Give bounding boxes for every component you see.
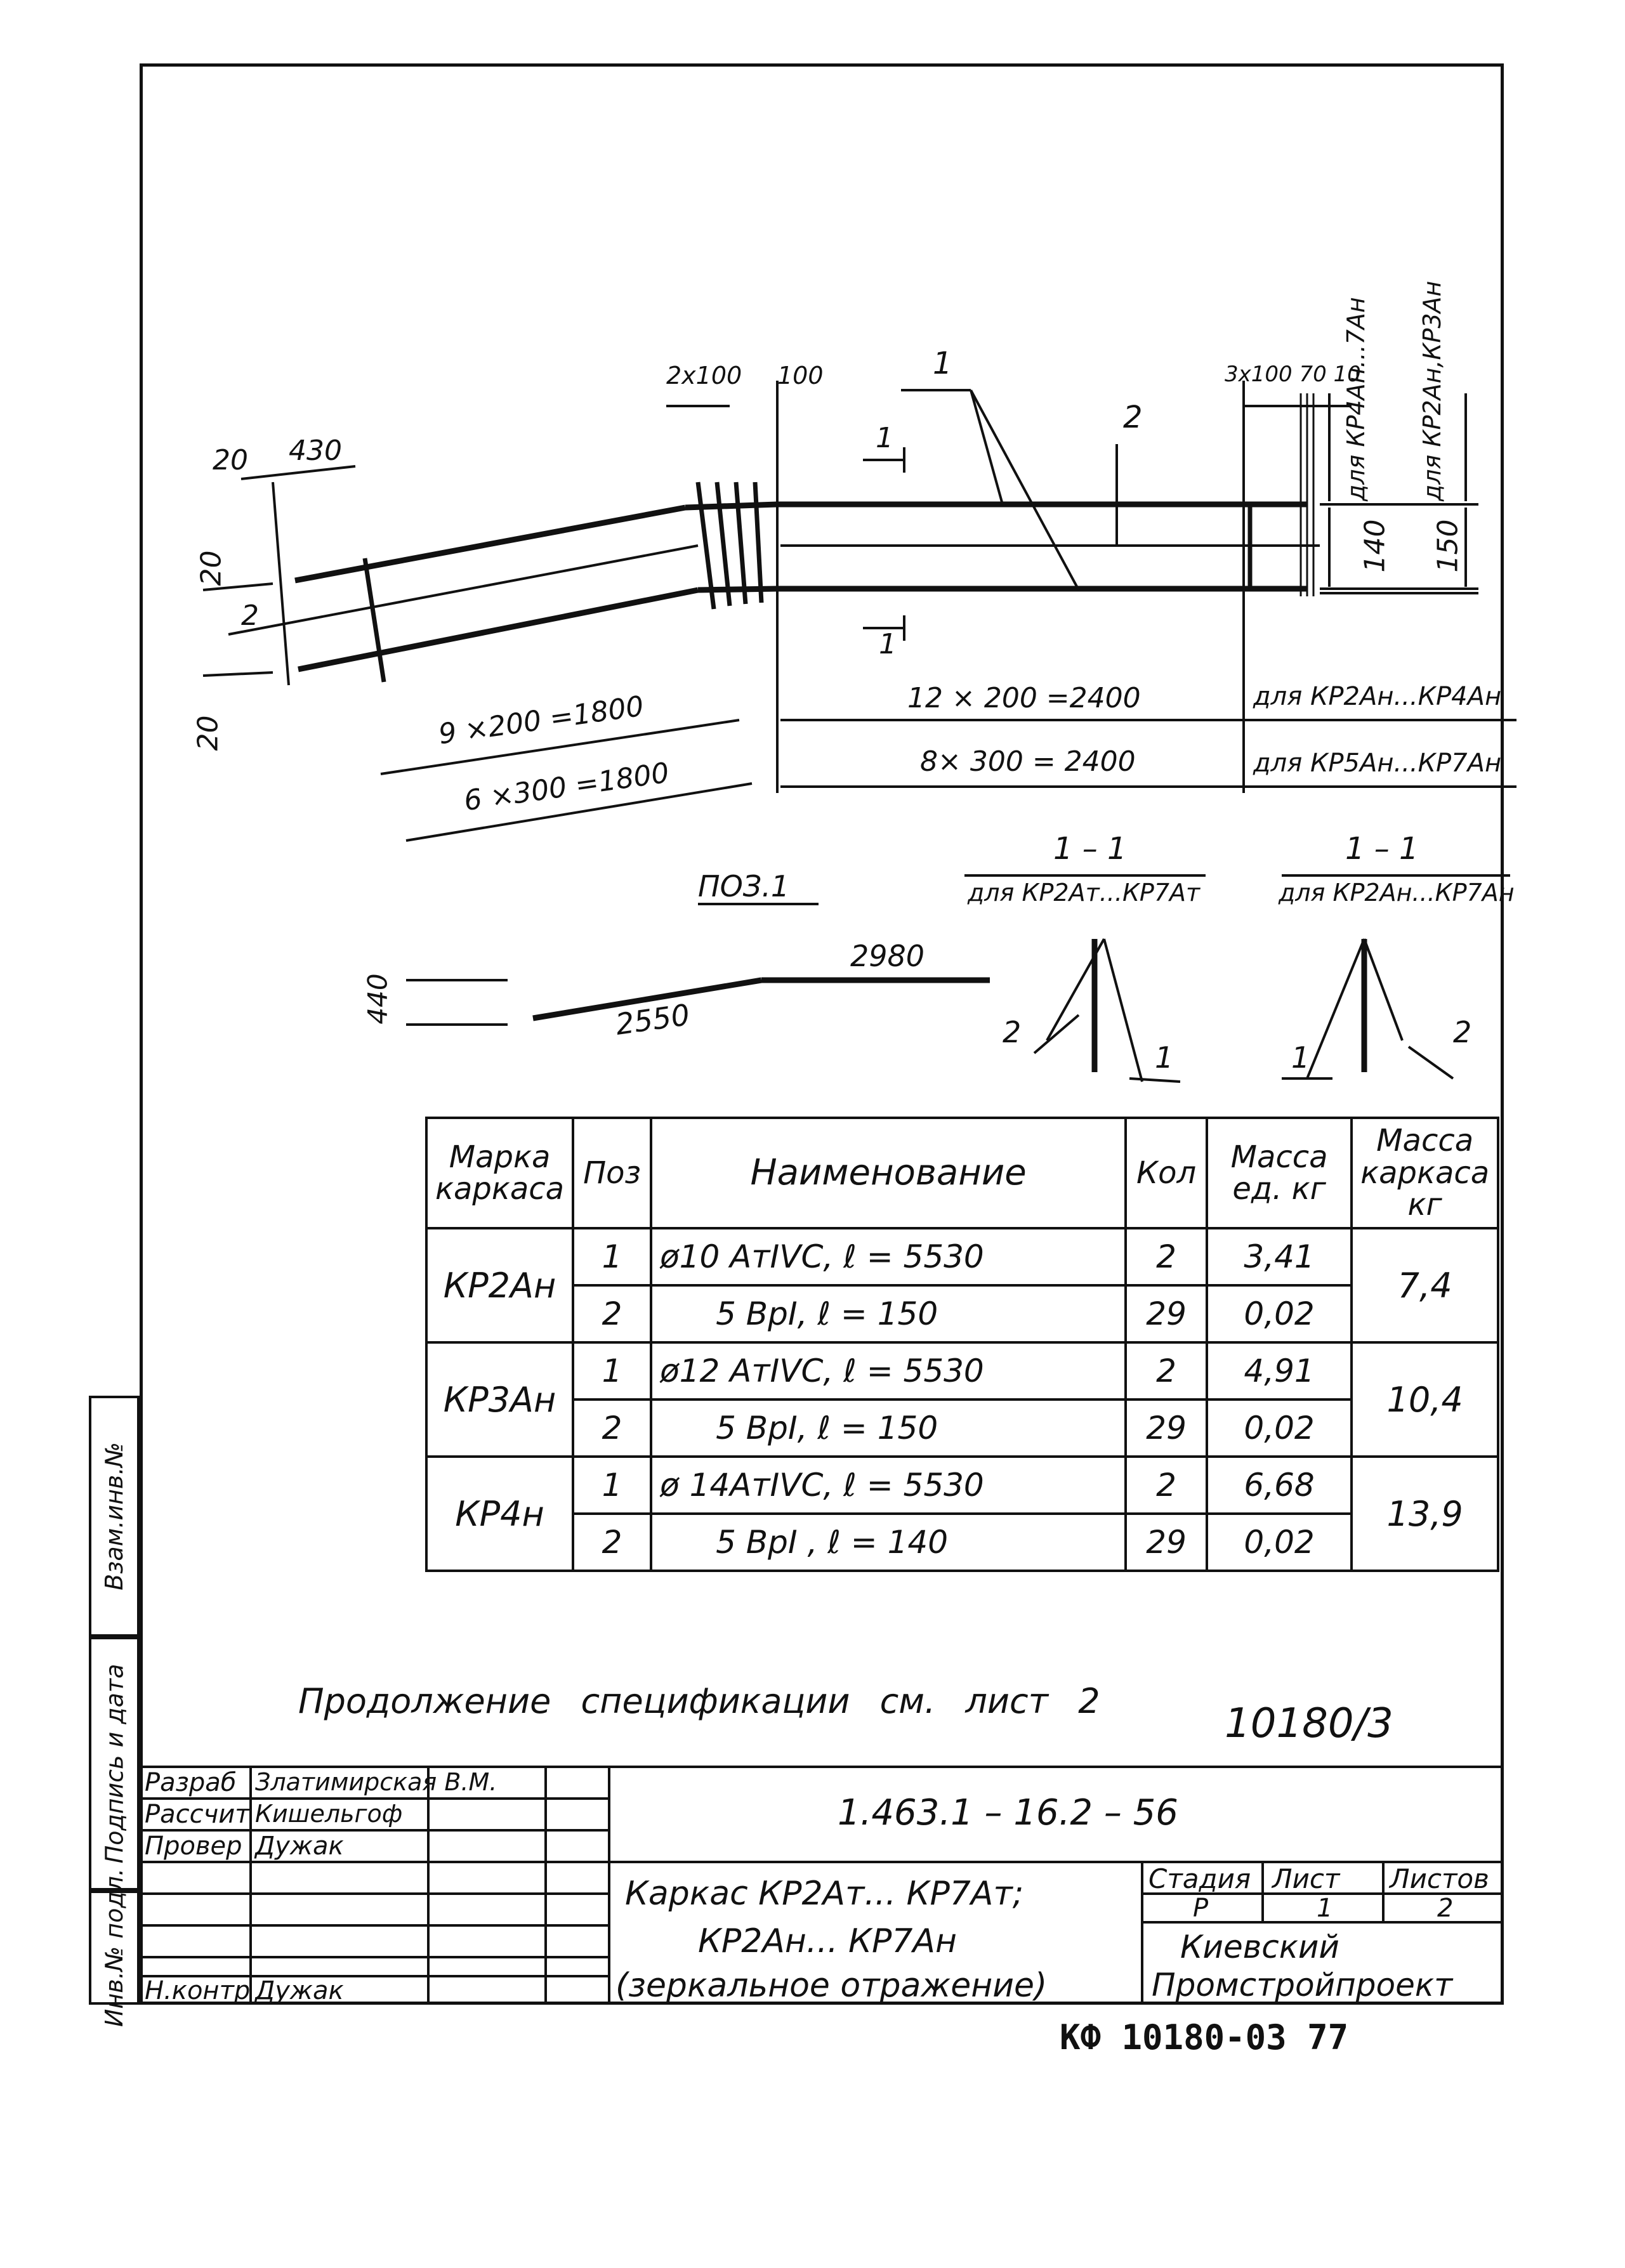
- organization-line-1: Киевский: [1180, 1929, 1339, 1965]
- for-kp2-kp4: для КР2Aн...КР4Ан: [1253, 682, 1502, 711]
- pos-cell: 2: [572, 1512, 653, 1572]
- continuation-note: Продолжение спецификации см. лист 2: [298, 1681, 1100, 1721]
- unit-mass-cell: 0,02: [1206, 1512, 1353, 1572]
- sheet-label: Лист: [1272, 1863, 1340, 1894]
- frame-mark: КР3Aн: [424, 1341, 575, 1458]
- pos-2-label: 2: [1123, 400, 1143, 435]
- qty-cell: 29: [1124, 1512, 1209, 1572]
- header-mark: Марка каркаса: [424, 1117, 575, 1229]
- dim-3x100: 3x100 70 10: [1225, 362, 1361, 387]
- footer-code: КФ 10180-03 77: [1060, 2017, 1349, 2057]
- dim-2980: 2980: [850, 939, 925, 973]
- sheets-value: 2: [1437, 1894, 1454, 1923]
- sheet-value: 1: [1317, 1894, 1333, 1923]
- section-a-pos2: 2: [1003, 1015, 1022, 1049]
- stage-value: Р: [1193, 1894, 1209, 1923]
- unit-mass-cell: 0,02: [1206, 1398, 1353, 1458]
- name-norm-control: Дужак: [255, 1976, 344, 2005]
- side-strip-replace-inv: Взам.инв.№: [89, 1396, 140, 1637]
- for-kp5-kp7: для КР5Aн...КР7Ан: [1253, 749, 1502, 778]
- unit-mass-cell: 3,41: [1206, 1227, 1353, 1287]
- name-cell: ø 14AтIVC, ℓ = 5530: [650, 1455, 1128, 1515]
- section-a-sub: для КР2Aт...КР7Aт: [968, 879, 1201, 907]
- title-line-2: КР2Ан... КР7Ан: [698, 1922, 957, 1960]
- frame-mass: 7,4: [1350, 1227, 1500, 1344]
- unit-mass-cell: 0,02: [1206, 1284, 1353, 1344]
- table-row: КР2Aн 1 ø10 AтIVC, ℓ = 5530 2 3,41 7,4: [424, 1227, 1500, 1344]
- section-b-pos1: 1: [1291, 1040, 1310, 1075]
- name-developer: Златимирская В.М.: [255, 1768, 497, 1796]
- table-row: 2 5 ВрI, ℓ = 150 29 0,02: [426, 1398, 1498, 1458]
- role-developer: Разраб: [145, 1768, 237, 1797]
- section-mark-bottom: 1: [879, 628, 897, 660]
- dim-20-top: 20: [213, 444, 248, 476]
- header-unit-mass: Масса ед. кг: [1206, 1117, 1353, 1229]
- sheets-label: Листов: [1390, 1863, 1489, 1894]
- role-norm-control: Н.контр: [145, 1976, 251, 2005]
- pos-cell: 2: [572, 1398, 653, 1458]
- header-pos: Поз: [572, 1117, 653, 1229]
- document-number: 1.463.1 – 16.2 – 56: [838, 1792, 1178, 1833]
- side-strip-inv-orig: Инв.№ подл.: [89, 1868, 140, 2027]
- section-mark-top: 1: [876, 422, 893, 454]
- name-checker: Дужак: [255, 1832, 344, 1861]
- section-a-title: 1 – 1: [1053, 831, 1127, 867]
- name-cell: 5 ВрI , ℓ = 140: [650, 1512, 1128, 1572]
- qty-cell: 2: [1124, 1227, 1209, 1287]
- pos-1-label: 1: [933, 346, 952, 381]
- pos1-title: ПОЗ.1: [698, 869, 790, 903]
- specification-table: Марка каркаса Поз Наименование Кол Масса…: [424, 1117, 1500, 1572]
- sheet-code: 10180/3: [1225, 1700, 1393, 1747]
- frame-mark: КР4н: [424, 1455, 575, 1572]
- organization-line-2: Промстройпроект: [1152, 1967, 1453, 2003]
- table-row: КР3Aн 1 ø12 AтIVC, ℓ = 5530 2 4,91 10,4: [424, 1341, 1500, 1458]
- stage-label: Стадия: [1148, 1863, 1251, 1894]
- pos-cell: 1: [572, 1227, 653, 1287]
- dim-100: 100: [777, 362, 824, 390]
- pos-cell: 1: [572, 1341, 653, 1401]
- name-cell: ø10 AтIVC, ℓ = 5530: [650, 1227, 1128, 1287]
- qty-cell: 29: [1124, 1398, 1209, 1458]
- frame-mass: 13,9: [1350, 1455, 1500, 1572]
- header-frame-mass: Масса каркаса кг: [1350, 1117, 1500, 1229]
- role-checker: Провер: [145, 1832, 242, 1861]
- pos-cell: 1: [572, 1455, 653, 1515]
- table-row: 2 5 ВрI , ℓ = 140 29 0,02: [426, 1512, 1498, 1572]
- role-calculator: Рассчит: [145, 1800, 250, 1829]
- unit-mass-cell: 4,91: [1206, 1341, 1353, 1401]
- dim-right-span-a: 12 × 200 =2400: [907, 682, 1141, 714]
- table-row: 2 5 ВрI, ℓ = 150 29 0,02: [426, 1284, 1498, 1344]
- section-b-pos2: 2: [1453, 1015, 1472, 1049]
- section-b-title: 1 – 1: [1345, 831, 1419, 867]
- pos-2-left-label: 2: [241, 600, 259, 632]
- frame-mark: КР2Aн: [424, 1227, 575, 1344]
- section-b-sub: для КР2Aн...КР7Aн: [1279, 879, 1515, 907]
- side-strip-signature-date: Подпись и дата: [89, 1637, 140, 1891]
- name-calculator: Кишельгоф: [255, 1800, 403, 1828]
- dim-2x100: 2x100: [666, 362, 742, 390]
- title-line-1: Каркас КР2Aт... КР7Aт;: [625, 1875, 1024, 1913]
- title-line-3: (зеркальное отражение): [615, 1967, 1048, 2005]
- name-cell: 5 ВрI, ℓ = 150: [650, 1284, 1128, 1344]
- header-name: Наименование: [650, 1117, 1128, 1229]
- unit-mass-cell: 6,68: [1206, 1455, 1353, 1515]
- qty-cell: 29: [1124, 1284, 1209, 1344]
- name-cell: ø12 AтIVC, ℓ = 5530: [650, 1341, 1128, 1401]
- pos-cell: 2: [572, 1284, 653, 1344]
- qty-cell: 2: [1124, 1341, 1209, 1401]
- header-qty: Кол: [1124, 1117, 1209, 1229]
- name-cell: 5 ВрI, ℓ = 150: [650, 1398, 1128, 1458]
- section-a-pos1: 1: [1155, 1040, 1174, 1075]
- dim-430: 430: [289, 435, 342, 467]
- qty-cell: 2: [1124, 1455, 1209, 1515]
- dim-right-span-b: 8× 300 = 2400: [920, 745, 1136, 778]
- frame-mass: 10,4: [1350, 1341, 1500, 1458]
- drawing-sheet: [140, 63, 1504, 2005]
- table-row: КР4н 1 ø 14AтIVC, ℓ = 5530 2 6,68 13,9: [424, 1455, 1500, 1572]
